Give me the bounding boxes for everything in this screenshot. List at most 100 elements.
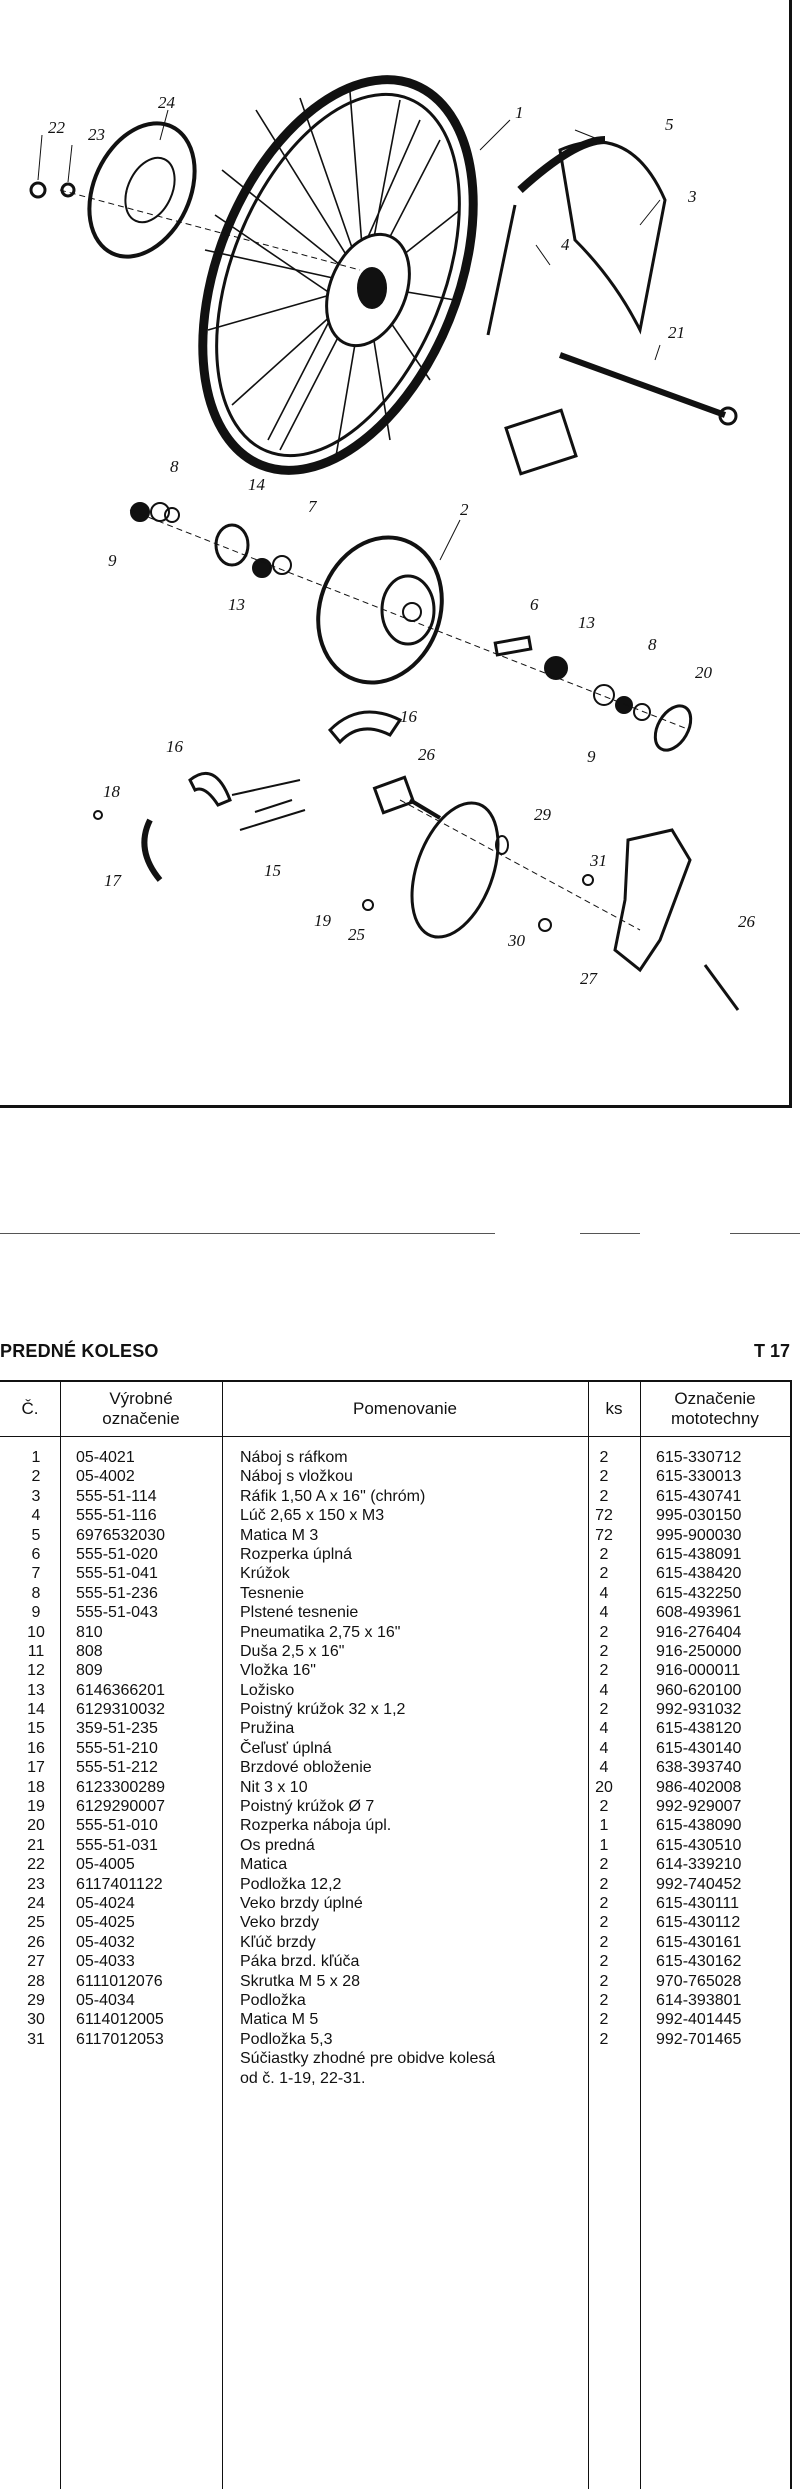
table-note: Súčiastky zhodné pre obidve kolesá — [240, 2050, 496, 2068]
callout-label: 3 — [687, 187, 697, 206]
row-code: 810 — [76, 1623, 103, 1641]
row-name: Kľúč brzdy — [240, 1933, 316, 1951]
row-reference: 995-030150 — [656, 1507, 742, 1525]
row-code: 6117401122 — [76, 1875, 163, 1893]
row-quantity: 1 — [599, 1836, 609, 1854]
row-code: 6111012076 — [76, 1972, 163, 1990]
row-quantity: 72 — [595, 1507, 613, 1525]
row-number: 9 — [31, 1604, 41, 1622]
spoke-part-shape — [486, 204, 517, 336]
row-name: Poistný krúžok Ø 7 — [240, 1798, 375, 1816]
row-code: 6123300289 — [76, 1778, 165, 1796]
header-name: Pomenovanie — [353, 1399, 457, 1418]
row-number: 27 — [27, 1953, 45, 1971]
row-number: 6 — [31, 1545, 41, 1563]
row-code: 555-51-010 — [76, 1817, 158, 1835]
row-reference: 986-402008 — [656, 1778, 742, 1796]
row-quantity: 2 — [599, 2030, 609, 2048]
row-code: 555-51-043 — [76, 1604, 158, 1622]
callout-label: 8 — [648, 635, 657, 654]
callout-label: 4 — [561, 235, 570, 254]
callout-label: 1 — [515, 103, 524, 122]
row-name: Ložisko — [240, 1681, 295, 1699]
row-number: 11 — [27, 1642, 45, 1660]
row-reference: 992-740452 — [656, 1875, 742, 1893]
row-reference: 638-393740 — [656, 1759, 742, 1777]
row-code: 05-4032 — [76, 1933, 135, 1951]
exploded-parts-diagram: 1 2 3 4 5 6 7 8 8 9 9 13 13 14 15 16 16 … — [0, 0, 792, 1108]
row-code: 555-51-116 — [76, 1507, 157, 1525]
row-quantity: 2 — [599, 1856, 609, 1874]
callout-label: 7 — [308, 497, 318, 516]
row-reference: 960-620100 — [656, 1681, 742, 1699]
row-reference: 995-900030 — [656, 1526, 742, 1544]
row-quantity: 4 — [599, 1584, 609, 1602]
row-code: 6976532030 — [76, 1526, 165, 1544]
row-name: Lúč 2,65 x 150 x M3 — [240, 1507, 385, 1525]
row-number: 25 — [27, 1914, 45, 1932]
callout-label: 23 — [88, 125, 105, 144]
row-name: Páka brzd. kľúča — [240, 1953, 360, 1971]
callout-label: 21 — [668, 323, 685, 342]
callout-label: 9 — [587, 747, 596, 766]
row-name: Nit 3 x 10 — [240, 1778, 308, 1796]
row-reference: 608-493961 — [656, 1604, 742, 1622]
callout-label: 13 — [228, 595, 245, 614]
row-name: Rozperka úplná — [240, 1545, 353, 1563]
row-name: Plstené tesnenie — [240, 1604, 359, 1622]
row-reference: 615-430162 — [656, 1953, 742, 1971]
row-number: 19 — [27, 1798, 45, 1816]
row-reference: 615-430140 — [656, 1739, 742, 1757]
row-reference: 615-438120 — [656, 1720, 742, 1738]
callout-label: 26 — [418, 745, 436, 764]
header-divider — [0, 1436, 790, 1437]
row-name: Ráfik 1,50 A x 16" (chróm) — [240, 1487, 426, 1505]
row-reference: 615-430510 — [656, 1836, 742, 1854]
row-code: 6114012005 — [76, 2011, 164, 2029]
callout-label: 13 — [578, 613, 595, 632]
row-code: 6146366201 — [76, 1681, 165, 1699]
row-reference: 992-401445 — [656, 2011, 742, 2029]
brake-plate-24-shape — [87, 121, 197, 259]
row-number: 22 — [27, 1856, 45, 1874]
row-number: 17 — [27, 1759, 45, 1777]
callout-label: 14 — [248, 475, 266, 494]
row-quantity: 2 — [599, 1991, 609, 2009]
row-code: 05-4033 — [76, 1953, 135, 1971]
row-name: Podložka 12,2 — [240, 1875, 342, 1893]
row-number: 21 — [27, 1836, 45, 1854]
callout-label: 6 — [530, 595, 539, 614]
row-code: 808 — [76, 1642, 103, 1660]
row-number: 3 — [31, 1487, 41, 1505]
callout-label: 9 — [108, 551, 117, 570]
row-number: 23 — [27, 1875, 45, 1893]
row-code: 05-4005 — [76, 1856, 135, 1874]
callout-label: 16 — [400, 707, 418, 726]
row-name: Rozperka náboja úpl. — [240, 1817, 392, 1835]
row-quantity: 2 — [599, 1953, 609, 1971]
row-code: 6129310032 — [76, 1701, 165, 1719]
callout-label: 2 — [460, 500, 469, 519]
row-quantity: 4 — [599, 1739, 609, 1757]
row-name: Matica — [240, 1856, 288, 1874]
row-name: Matica M 5 — [240, 2011, 319, 2029]
row-reference: 615-430111 — [656, 1894, 740, 1912]
row-name: Pružina — [240, 1720, 295, 1738]
row-reference: 916-276404 — [656, 1623, 742, 1641]
row-quantity: 2 — [599, 1701, 609, 1719]
row-reference: 615-438420 — [656, 1565, 742, 1583]
callout-label: 24 — [158, 93, 176, 112]
